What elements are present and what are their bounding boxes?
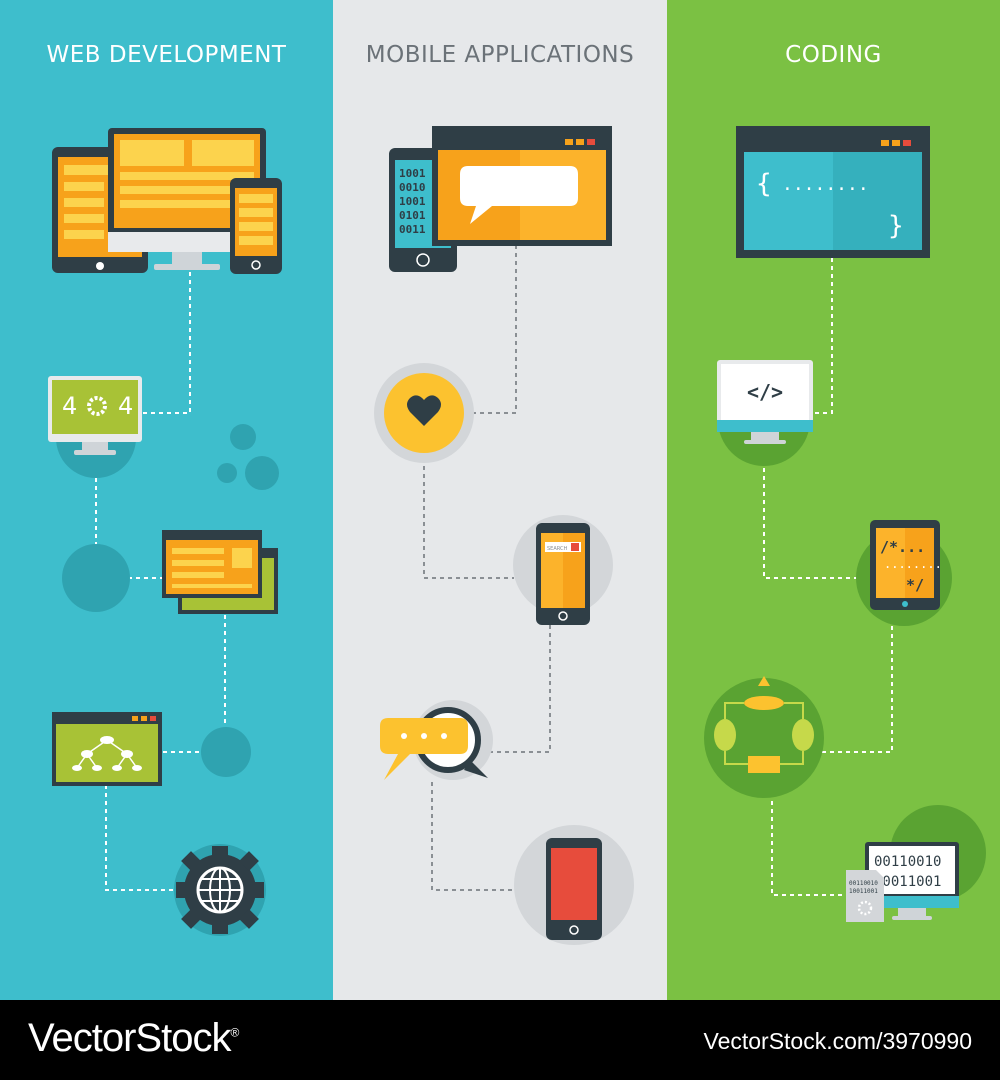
browser-windows-icon [62, 530, 278, 614]
search-phone-icon [513, 515, 613, 625]
mobile-applications-title: MOBILE APPLICATIONS [365, 42, 635, 68]
sitemap-browser-icon [52, 712, 251, 786]
binary-line-2: 10011001 [874, 874, 941, 890]
registered-mark: ® [230, 1025, 239, 1040]
code-editor-monitor-icon: { ........ } [736, 126, 930, 258]
web-connectors [95, 272, 226, 891]
binary-line: 1001 [399, 167, 426, 180]
paper-binary-line-1: 00110010 [849, 880, 878, 887]
comment-open-label: /*... [880, 538, 925, 556]
watermark-footer: VectorStock® VectorStock.com/3970990 [0, 1000, 1000, 1080]
html-tag-monitor-icon: </> [717, 360, 813, 466]
error-code-4-left: 4 [62, 392, 77, 420]
binary-line: 0101 [399, 209, 426, 222]
binary-line: 0011 [399, 223, 426, 236]
responsive-devices-icon [52, 128, 282, 274]
binary-code-monitor-icon: 00110010 10011001 00110010 10011001 [846, 805, 986, 922]
coding-connectors [763, 258, 893, 896]
globe-gear-icon [174, 844, 266, 936]
search-field-label: SEARCH [547, 546, 567, 552]
phone-and-monitor-icon [389, 126, 612, 272]
svg-text:{: { [756, 169, 772, 199]
error-404-monitor-icon: 4 4 [48, 376, 142, 478]
image-id-text: VectorStock.com/3970990 [703, 1028, 973, 1054]
error-code-4-right: 4 [118, 392, 133, 420]
illustration-layer: 4 4 [48, 126, 986, 945]
binary-line-1: 00110010 [874, 854, 941, 870]
web-development-title: WEB DEVELOPMENT [46, 42, 287, 68]
vectorstock-logo: VectorStock® [28, 1016, 239, 1061]
svg-text:........: ........ [782, 174, 869, 195]
heart-app-icon [374, 363, 474, 463]
red-phone-icon [514, 825, 634, 945]
comment-tablet-icon: /*... ........ */ [856, 520, 952, 626]
brand-text: VectorStock [28, 1016, 231, 1060]
chat-bubbles-icon [380, 700, 493, 780]
svg-text:........: ........ [884, 557, 942, 571]
code-tag-label: </> [747, 380, 783, 404]
mobile-connectors [423, 245, 551, 891]
comment-close-label: */ [906, 576, 924, 594]
binary-line: 1001 [399, 195, 426, 208]
paper-binary-line-2: 10011001 [849, 888, 878, 895]
binary-line: 0010 [399, 181, 426, 194]
binary-column: 1001 0010 1001 0101 0011 [399, 167, 426, 236]
decorative-bubbles [217, 424, 279, 490]
coding-title: CODING [785, 42, 882, 68]
svg-text:}: } [888, 211, 904, 241]
flowchart-icon [704, 676, 824, 798]
